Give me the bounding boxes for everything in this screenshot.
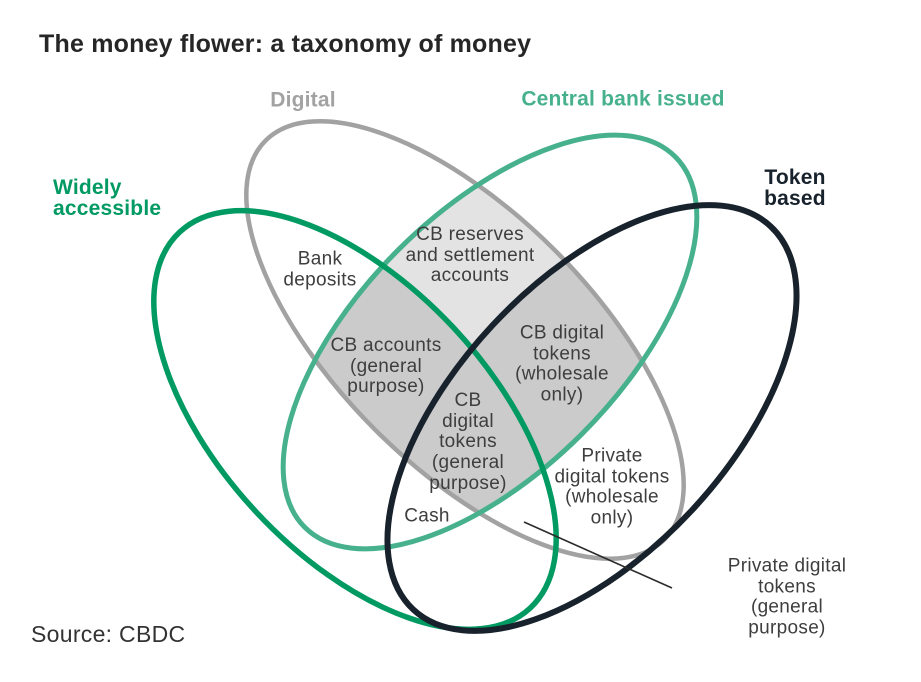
region-cb-digital-tokens-general: CB digital tokens (general purpose) (429, 390, 507, 495)
region-private-digital-tokens-wholesale: Private digital tokens (wholesale only) (554, 445, 670, 529)
widely-accessible-ellipse (151, 207, 559, 633)
set-label-widely-accessible: Widely accessible (53, 176, 162, 220)
callout-line (523, 521, 673, 589)
page-title: The money flower: a taxonomy of money (39, 30, 532, 58)
set-label-central-bank-issued: Central bank issued (521, 87, 725, 111)
region-cb-reserves: CB reserves and settlement accounts (405, 223, 535, 287)
region-cb-digital-tokens-wholesale: CB digital tokens (wholesale only) (515, 322, 609, 406)
set-label-digital: Digital (270, 88, 336, 112)
set-label-token-based: Token based (764, 166, 826, 210)
token-based-ellipse (384, 202, 800, 634)
region-cash: Cash (404, 505, 450, 527)
source-note: Source: CBDC (31, 621, 186, 647)
region-cb-accounts-general: CB accounts (general purpose) (330, 334, 442, 398)
region-bank-deposits: Bank deposits (283, 248, 357, 290)
region-private-digital-tokens-general: Private digital tokens (general purpose) (727, 555, 847, 639)
central-bank-issued-ellipse (280, 132, 700, 552)
